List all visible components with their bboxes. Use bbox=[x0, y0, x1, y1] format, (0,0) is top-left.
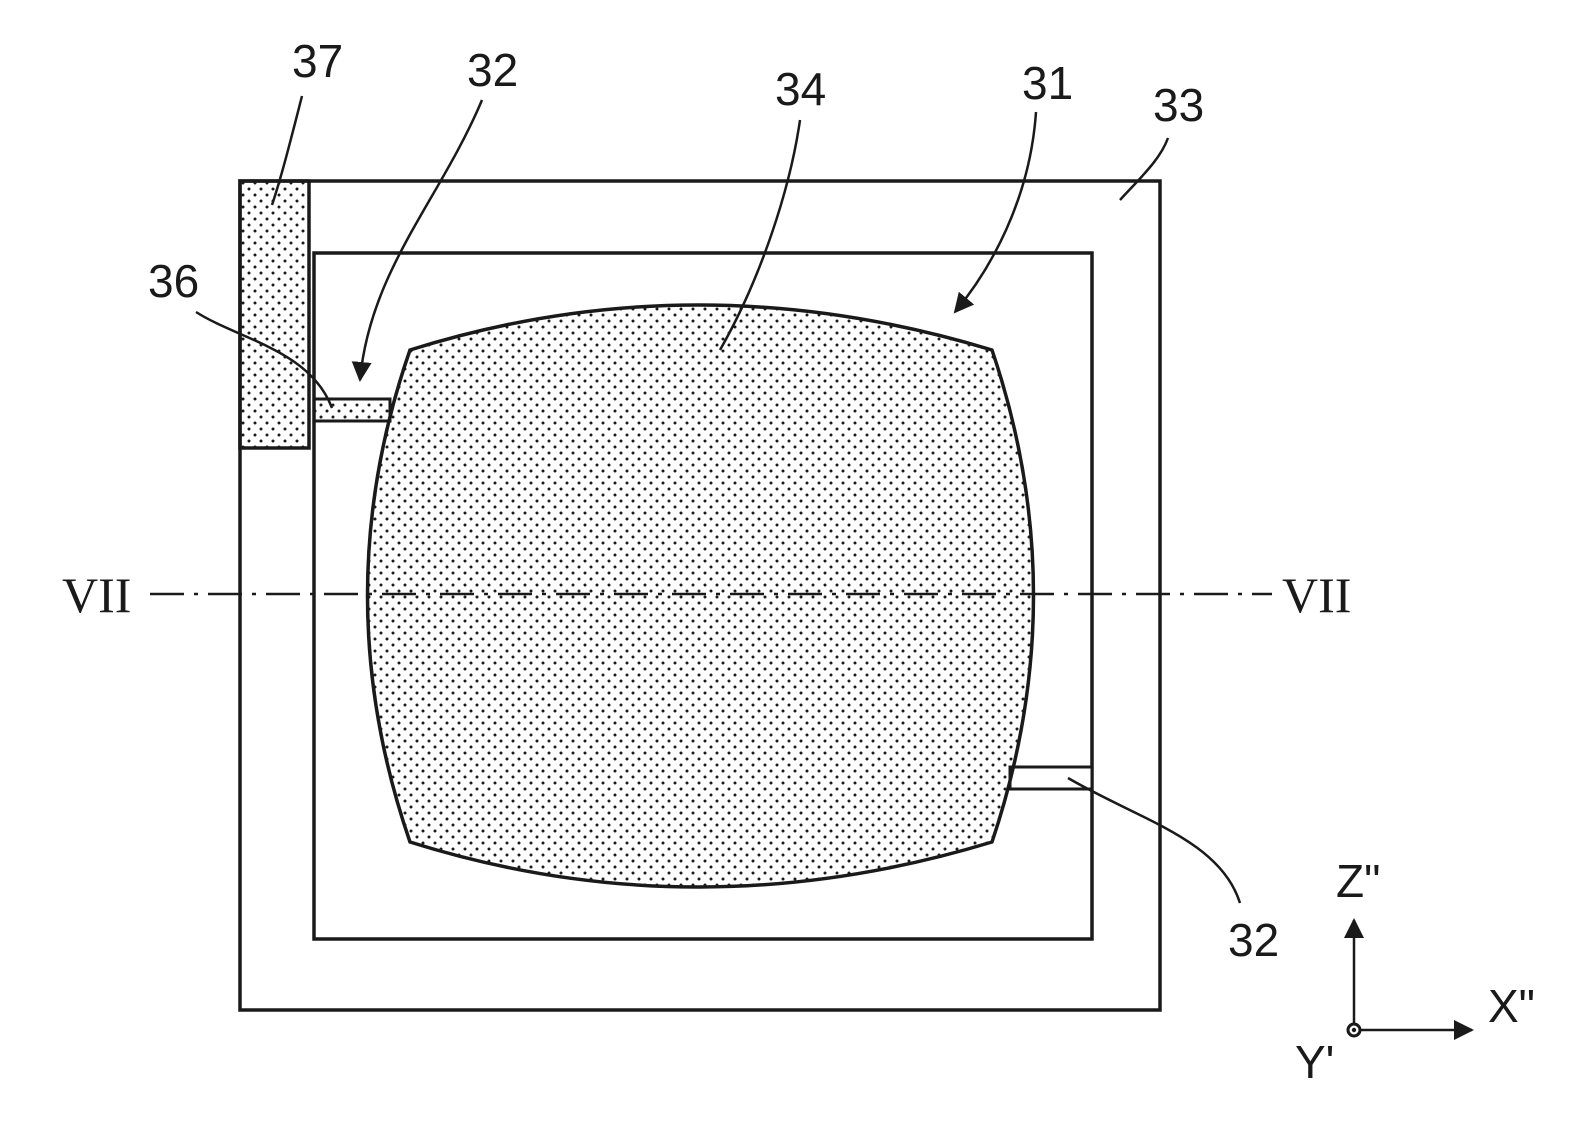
leader-32-lower bbox=[1068, 778, 1240, 903]
label-37: 37 bbox=[292, 35, 343, 87]
label-33: 33 bbox=[1153, 79, 1204, 131]
axis-label-y: Y' bbox=[1295, 1036, 1334, 1088]
y-axis-dot-icon bbox=[1352, 1028, 1356, 1032]
section-label-right: VII bbox=[1282, 567, 1351, 623]
element-37-strip bbox=[240, 181, 309, 448]
axis-label-x: X" bbox=[1488, 980, 1535, 1032]
section-label-left: VII bbox=[62, 567, 131, 623]
mirror-plate-34 bbox=[368, 305, 1034, 887]
label-32-lower: 32 bbox=[1228, 914, 1279, 966]
arrow-31 bbox=[955, 112, 1036, 312]
label-32-upper: 32 bbox=[467, 44, 518, 96]
label-31: 31 bbox=[1022, 57, 1073, 109]
label-34: 34 bbox=[775, 63, 826, 115]
axis-label-z: Z" bbox=[1336, 855, 1380, 907]
label-36: 36 bbox=[148, 255, 199, 307]
upper-spring-element-36 bbox=[314, 399, 390, 421]
